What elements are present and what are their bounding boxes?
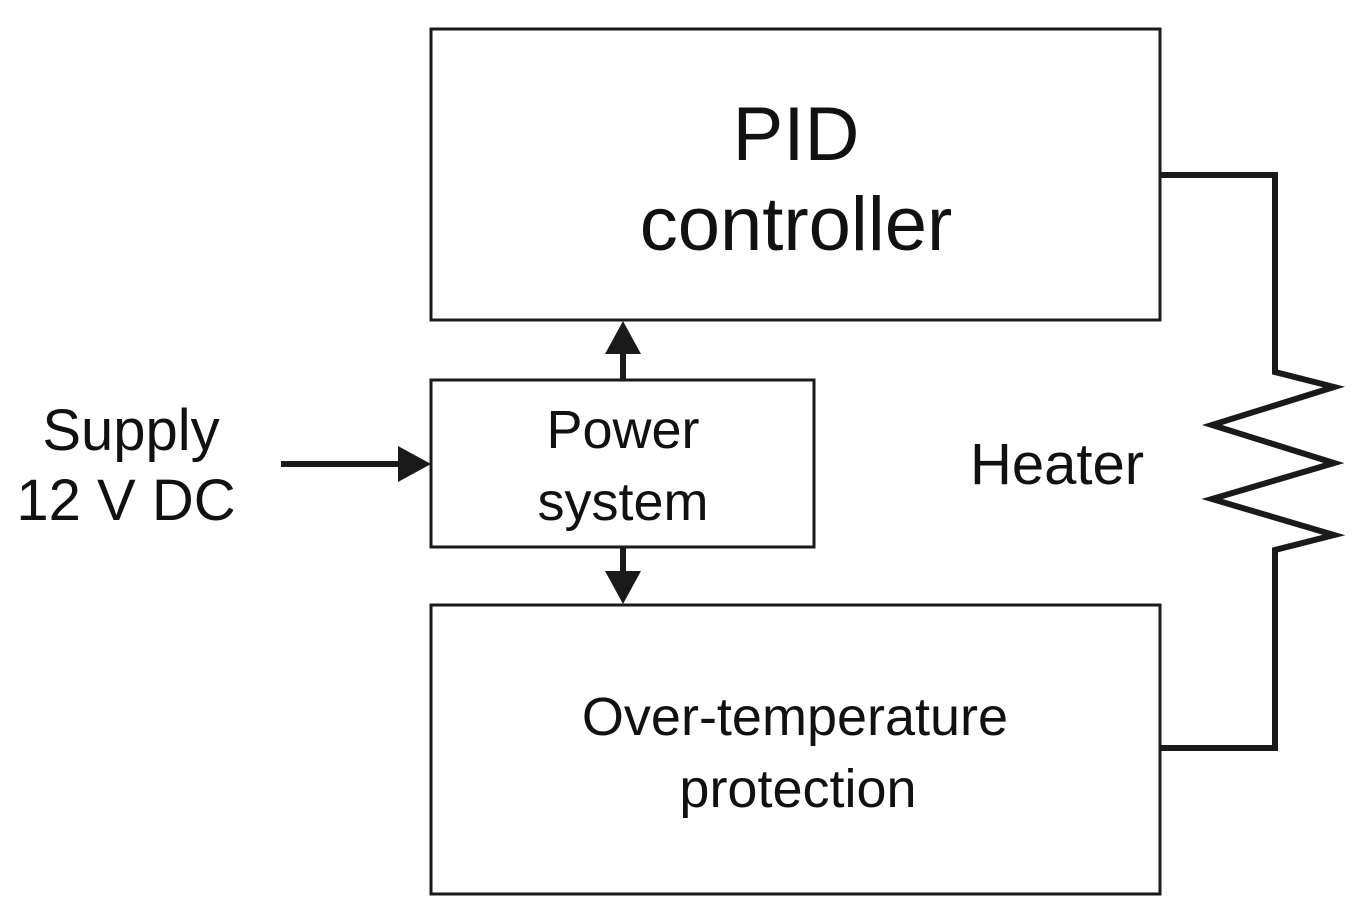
pid-controller-label-line1: PID — [733, 92, 860, 177]
over-temperature-protection-label-line1: Over-temperature — [582, 687, 1008, 747]
supply-input: Supply 12 V DC — [16, 398, 431, 533]
over-temperature-protection-box — [429, 603, 1162, 896]
over-temperature-protection-label-line2: protection — [679, 759, 916, 819]
arrow-power-to-pid — [605, 321, 641, 380]
heater-label: Heater — [970, 432, 1144, 497]
arrow-power-to-protection — [605, 547, 641, 604]
power-system-block: Power system — [429, 378, 816, 549]
supply-arrow-head — [398, 446, 431, 482]
pid-controller-block: PID controller — [429, 27, 1162, 322]
pid-controller-box — [429, 27, 1162, 322]
heater-wire — [1160, 172, 1346, 751]
over-temperature-protection-block: Over-temperature protection — [429, 603, 1162, 896]
arrow-power-to-pid-head — [605, 321, 641, 354]
supply-label-line2: 12 V DC — [16, 468, 235, 533]
power-system-label-line2: system — [537, 472, 708, 532]
power-system-label-line1: Power — [546, 400, 699, 460]
arrow-power-to-protection-head — [605, 571, 641, 604]
power-system-box — [429, 378, 816, 549]
heater-circuit: Heater — [970, 172, 1346, 751]
pid-controller-label-line2: controller — [640, 182, 953, 267]
supply-label-line1: Supply — [42, 398, 219, 463]
